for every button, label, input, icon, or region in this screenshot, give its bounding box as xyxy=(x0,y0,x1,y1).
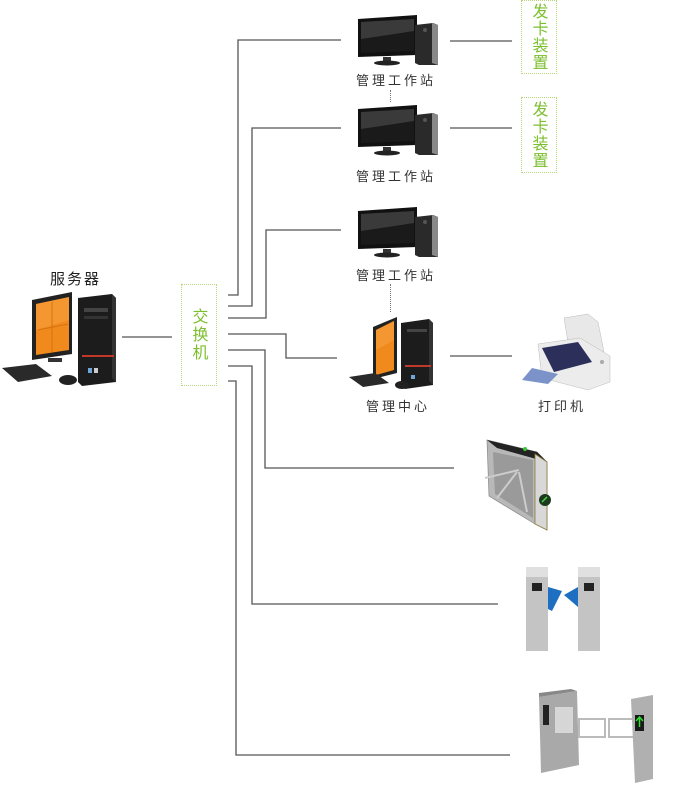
workstation-separator-dots xyxy=(390,90,391,102)
switch-box: 交换机 xyxy=(181,284,217,386)
wire-flap-barrier xyxy=(228,365,498,605)
wire-tripod-turnstile xyxy=(228,349,454,469)
workstation-3-label: 管理工作站 xyxy=(356,269,437,284)
printer-icon xyxy=(522,313,611,391)
tripod-turnstile-icon xyxy=(484,439,551,531)
switch-label: 交换机 xyxy=(189,308,209,362)
card-device-2-box: 发卡装置 xyxy=(521,97,557,173)
workstation-3-computer-icon xyxy=(358,207,438,258)
workstation-2-label: 管理工作站 xyxy=(356,170,437,185)
swing-barrier-icon xyxy=(539,689,653,783)
wire-swing-barrier xyxy=(228,380,510,756)
workstation-1-label: 管理工作站 xyxy=(356,74,437,89)
flap-barrier-icon xyxy=(526,567,600,651)
card-device-1-label: 发卡装置 xyxy=(529,3,549,71)
workstation-2-computer-icon xyxy=(358,105,438,156)
wire-workstation-3 xyxy=(228,229,341,319)
wire-management-center xyxy=(228,333,337,359)
server-label: 服务器 xyxy=(50,270,102,288)
workstation-1-computer-icon xyxy=(358,15,438,66)
workstation-separator-dots xyxy=(390,284,391,312)
card-device-1-box: 发卡装置 xyxy=(521,0,557,74)
wire-workstation-1 xyxy=(228,39,341,296)
printer-label: 打印机 xyxy=(538,400,587,415)
server-computer-icon xyxy=(2,292,116,386)
management-center-computer-icon xyxy=(349,317,433,389)
card-device-2-label: 发卡装置 xyxy=(529,101,549,169)
wire-workstation-2 xyxy=(228,127,341,307)
management-center-label: 管理中心 xyxy=(366,400,431,415)
